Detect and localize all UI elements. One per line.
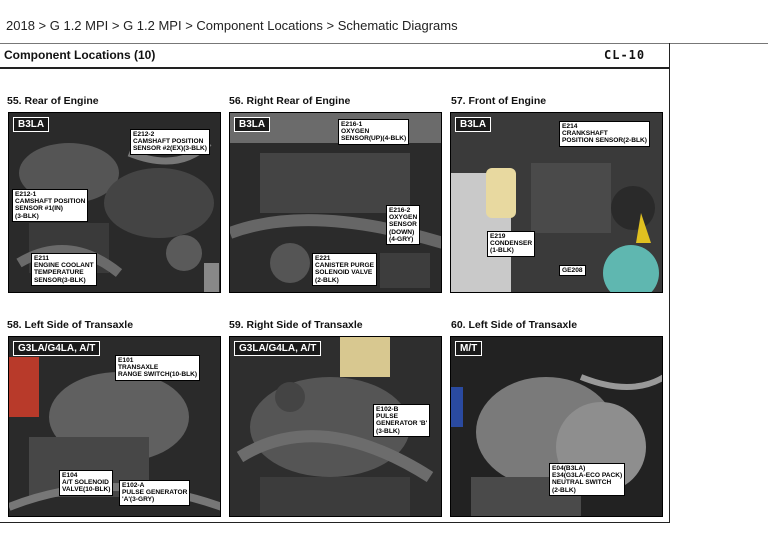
top-divider [0,43,768,44]
component-label: E216-2 OXYGEN SENSOR (DOWN) (4-GRY) [386,205,421,246]
photo-rear-of-engine: B3LA E212-2 CAMSHAFT POSITION SENSOR #2(… [8,112,221,293]
panel-caption-56: 56. Right Rear of Engine [229,95,351,107]
sheet-code: CL-10 [604,48,646,62]
transaxle-badge: M/T [455,341,483,356]
panel-caption-55: 55. Rear of Engine [7,95,99,107]
diagram-sheet [0,43,670,523]
panel-caption-60: 60. Left Side of Transaxle [451,319,578,331]
engine-badge: B3LA [234,117,271,132]
component-label: E04(B3LA) E34(G3LA-ECO PACK) NEUTRAL SWI… [549,463,626,496]
component-label: E211 ENGINE COOLANT TEMPERATURE SENSOR(3… [31,253,97,286]
component-label: E216-1 OXYGEN SENSOR(UP)(4-BLK) [338,119,410,145]
panel-caption-58: 58. Left Side of Transaxle [7,319,134,331]
component-label: GE208 [559,265,586,277]
photo-front-of-engine: B3LA E214 CRANKSHAFT POSITION SENSOR(2-B… [450,112,663,293]
photo-right-side-of-transaxle: G3LA/G4LA, A/T E102-B PULSE GENERATOR 'B… [229,336,442,517]
component-label: E101 TRANSAXLE RANGE SWITCH(10-BLK) [115,355,201,381]
photo-left-side-of-transaxle: G3LA/G4LA, A/T E101 TRANSAXLE RANGE SWIT… [8,336,221,517]
component-label: E221 CANISTER PURGE SOLENOID VALVE (2-BL… [312,253,377,286]
component-label: E212-1 CAMSHAFT POSITION SENSOR #1(IN) (… [12,189,89,222]
title-divider [0,67,670,69]
component-label: E104 A/T SOLENOID VALVE(10-BLK) [59,470,114,496]
component-label: E102-A PULSE GENERATOR 'A'(3-GRY) [119,480,191,506]
component-label: E219 CONDENSER (1-BLK) [487,231,536,257]
component-label: E102-B PULSE GENERATOR 'B' (3-BLK) [373,404,431,437]
photo-left-side-of-transaxle-mt: M/T E04(B3LA) E34(G3LA-ECO PACK) NEUTRAL… [450,336,663,517]
photo-right-rear-of-engine: B3LA E216-1 OXYGEN SENSOR(UP)(4-BLK) E21… [229,112,442,293]
component-label: E212-2 CAMSHAFT POSITION SENSOR #2(EX)(3… [130,129,211,155]
sheet-title: Component Locations (10) [4,48,156,62]
engine-badge: B3LA [13,117,50,132]
component-label: E214 CRANKSHAFT POSITION SENSOR(2-BLK) [559,121,650,147]
transaxle-badge: G3LA/G4LA, A/T [13,341,101,356]
engine-badge: B3LA [455,117,492,132]
transaxle-badge: G3LA/G4LA, A/T [234,341,322,356]
panel-caption-59: 59. Right Side of Transaxle [229,319,363,331]
breadcrumb: 2018 > G 1.2 MPI > G 1.2 MPI > Component… [6,18,458,33]
panel-caption-57: 57. Front of Engine [451,95,547,107]
